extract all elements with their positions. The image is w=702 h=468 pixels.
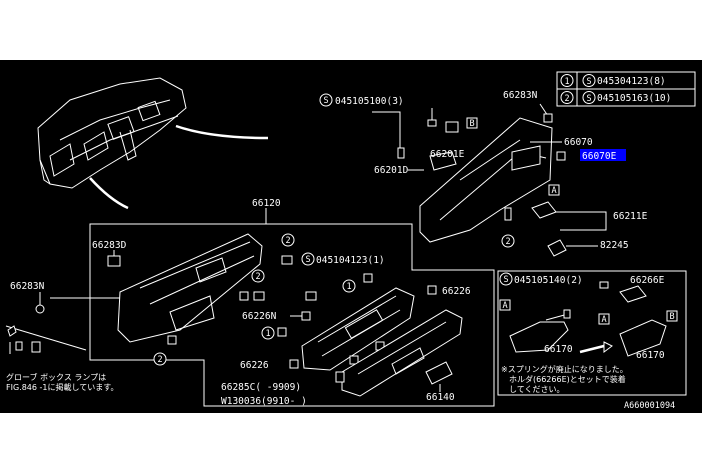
marker-a-inset: A [502, 301, 507, 311]
dashboard-illustration [37, 77, 269, 210]
parts-diagram: 1 S 045304123(8) 2 S 045105163(10) S 045… [0, 60, 702, 413]
part-label-66283N-top: 66283N [503, 90, 538, 101]
legend-circle-1 [560, 74, 574, 87]
note-spring-line2: ホルダ(66266E)とセットで装着 [509, 374, 626, 384]
s-marker-icon [582, 74, 596, 87]
legend-s-mark-1: S [586, 77, 591, 87]
upper-assembly: S 045105100(3) 66283N B 66070 66070E 662… [319, 90, 648, 257]
legend-part-2: 045105163(10) [597, 93, 671, 104]
marker-b-box [466, 117, 478, 129]
circle-2-a: 2 [285, 236, 290, 246]
part-label-66201D: 66201D [374, 165, 409, 176]
marker-a-inset-right: A [601, 315, 606, 325]
note-glove-line1: グローブ ボックス ランプは [6, 372, 106, 382]
part-label-66226-right: 66226 [442, 286, 471, 297]
circle-2-icon [251, 269, 265, 283]
note-glove-line2: FIG.846 -1に掲載しています。 [6, 382, 118, 392]
legend-num-2: 2 [564, 94, 569, 104]
legend-s-mark-2: S [586, 94, 591, 104]
part-label-66070: 66070 [564, 137, 593, 148]
part-label-66285C: 66285C( -9909) [221, 382, 301, 393]
circle-2-icon [153, 352, 167, 366]
marker-a-box [548, 184, 560, 196]
s-mark-045104123: S [305, 255, 310, 265]
marker-b-box [666, 310, 678, 322]
part-label-82245: 82245 [600, 240, 629, 251]
circle-2-icon [501, 234, 515, 248]
marker-a-upper: A [551, 186, 556, 196]
circle-2-b: 2 [255, 272, 260, 282]
s-marker-icon [301, 252, 315, 266]
circle-1-icon [342, 279, 356, 293]
circle-2-c: 2 [157, 355, 162, 365]
legend-circle-2 [560, 91, 574, 104]
marker-b-upper: B [469, 119, 474, 129]
part-label-66283N-left: 66283N [10, 281, 45, 292]
part-label-66120: 66120 [252, 198, 281, 209]
marker-a-box [499, 299, 511, 311]
part-label-66201E: 66201E [430, 149, 465, 160]
s-marker-icon [582, 91, 596, 104]
part-label-66170-right: 66170 [636, 350, 665, 361]
part-label-66140: 66140 [426, 392, 455, 403]
s-marker-icon [319, 93, 333, 107]
reference-id: A660001094 [624, 401, 675, 411]
circle-1-a: 1 [346, 282, 351, 292]
part-label-66211E: 66211E [613, 211, 648, 222]
marker-b-inset: B [669, 312, 674, 322]
marker-a-box [598, 313, 610, 325]
inset-box: S 045105140(2) 66266E A A B 66170 66170 … [497, 270, 687, 396]
part-label-045105140: 045105140(2) [514, 275, 583, 286]
part-label-66070E[interactable]: 66070E [582, 151, 617, 162]
circle-2-icon [281, 233, 295, 247]
s-mark-045105100: S [323, 96, 328, 106]
group-66120: 66120 66283D 2 2 S 045104123(1) 1 66226 … [89, 198, 495, 407]
part-label-045105100: 045105100(3) [335, 96, 404, 107]
s-mark-045105140: S [503, 275, 508, 285]
part-label-66283D: 66283D [92, 240, 127, 251]
legend-part-1: 045304123(8) [597, 76, 666, 87]
note-spring-line1: ※スプリングが廃止になりました。 [501, 364, 628, 374]
part-label-66266E: 66266E [630, 275, 665, 286]
part-label-66226-bottom: 66226 [240, 360, 269, 371]
circle-1-b: 1 [265, 329, 270, 339]
s-marker-icon [499, 272, 513, 286]
part-label-66226N: 66226N [242, 311, 277, 322]
legend-box: 1 S 045304123(8) 2 S 045105163(10) [556, 71, 696, 107]
circle-1-icon [261, 326, 275, 340]
legend-num-1: 1 [564, 77, 569, 87]
part-label-66170-left: 66170 [544, 344, 573, 355]
highlight-66070E [580, 149, 626, 161]
note-spring-line3: してください。 [509, 385, 565, 394]
left-side: 66283N グローブ ボックス ランプは FIG.846 -1に掲載しています… [5, 281, 120, 392]
circle-2-upper: 2 [505, 237, 510, 247]
part-label-045104123: 045104123(1) [316, 255, 385, 266]
part-label-W130036: W130036(9910- ) [221, 396, 307, 407]
